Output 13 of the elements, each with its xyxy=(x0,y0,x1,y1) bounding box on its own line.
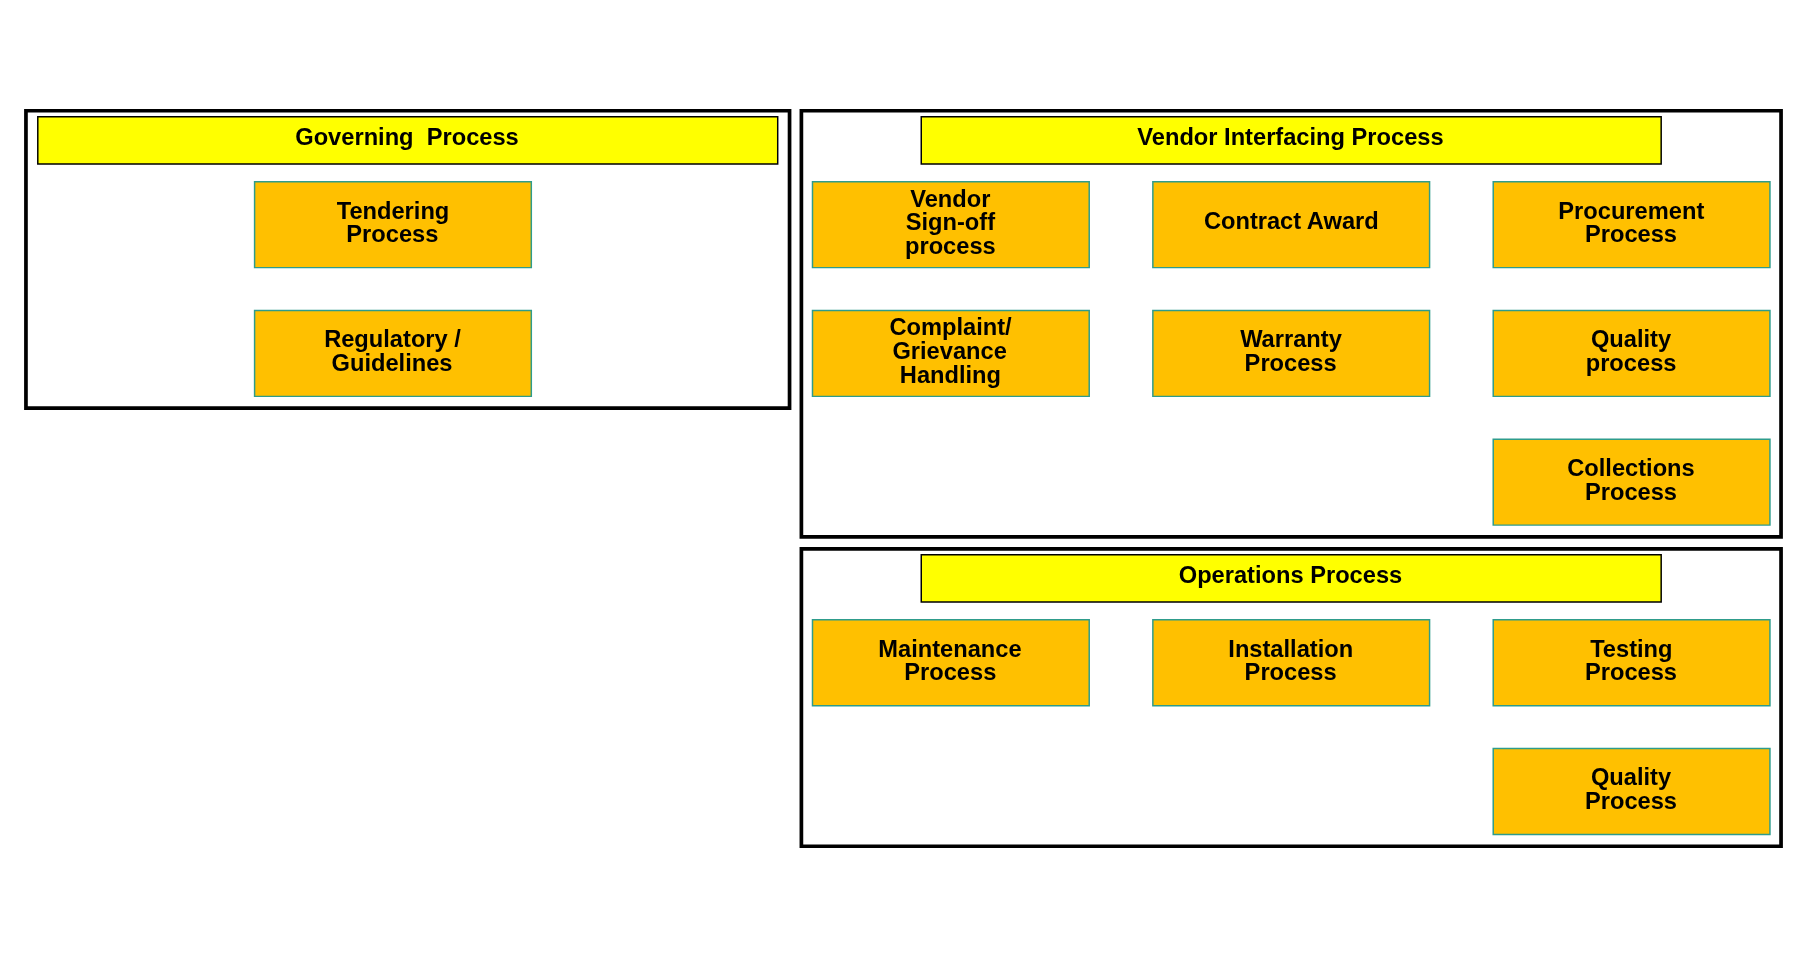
node-box: Tendering Process xyxy=(253,181,533,269)
node-box: Complaint/ Grievance Handling xyxy=(811,309,1090,398)
node-box: Procurement Process xyxy=(1492,181,1771,269)
node-box: Regulatory / Guidelines xyxy=(253,309,533,398)
node-box: Quality Process xyxy=(1492,747,1771,836)
node-box: Maintenance Process xyxy=(811,619,1090,707)
node-box: Vendor Sign-off process xyxy=(811,181,1090,269)
node-box: Installation Process xyxy=(1152,619,1431,707)
node-box: Contract Award xyxy=(1152,181,1431,269)
node-box: Quality process xyxy=(1492,309,1771,398)
node-box: Warranty Process xyxy=(1152,309,1431,398)
node-box: Collections Process xyxy=(1492,438,1771,526)
node-box: Testing Process xyxy=(1492,619,1771,707)
